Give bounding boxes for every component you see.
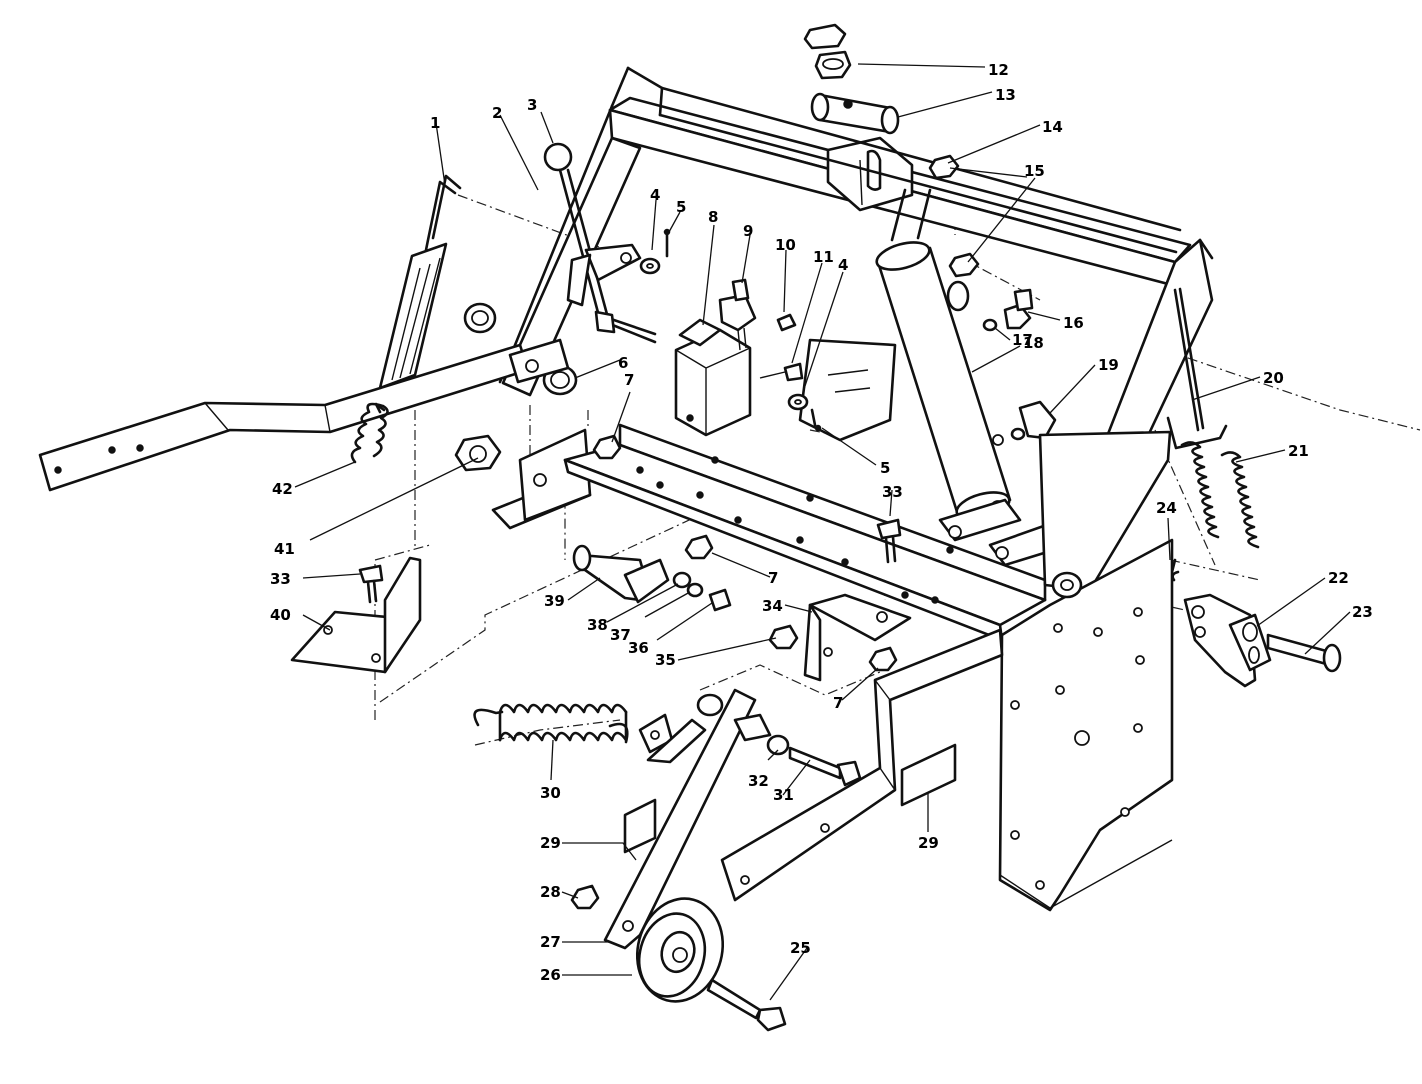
callout-7-middle: 7: [768, 569, 778, 587]
callout-3: 3: [527, 96, 537, 114]
callout-12: 12: [988, 61, 1009, 79]
callout-21: 21: [1288, 442, 1309, 460]
callout-7-upper: 7: [624, 371, 634, 389]
callout-1: 1: [430, 114, 440, 132]
callout-24: 24: [1156, 499, 1177, 517]
callout-27: 27: [540, 933, 561, 951]
callout-8: 8: [708, 208, 718, 226]
callout-4-upper: 4: [650, 186, 660, 204]
callout-37: 37: [610, 626, 631, 644]
callout-29-right: 29: [918, 834, 939, 852]
callout-41: 41: [274, 540, 295, 558]
lower-cross-channel: [563, 423, 1172, 642]
callout-10: 10: [775, 236, 796, 254]
center-brackets: [491, 228, 897, 530]
callout-5-upper: 5: [676, 198, 686, 216]
callout-35: 35: [655, 651, 676, 669]
right-side-plate: [998, 538, 1174, 912]
callout-36: 36: [628, 639, 649, 657]
callout-33-left: 33: [270, 570, 291, 588]
callout-42: 42: [272, 480, 293, 498]
idler-pulley: [570, 884, 787, 1032]
callout-16: 16: [1063, 314, 1084, 332]
callout-2: 2: [492, 104, 502, 122]
callout-5-lower: 5: [880, 459, 890, 477]
callout-26: 26: [540, 966, 561, 984]
callout-18: 18: [1023, 334, 1044, 352]
callout-15: 15: [1024, 162, 1045, 180]
callout-29-left: 29: [540, 834, 561, 852]
lift-cylinder: [875, 188, 1072, 567]
callout-19: 19: [1098, 356, 1119, 374]
callout-7-lower: 7: [833, 694, 843, 712]
pivot-pin-and-nuts: [803, 23, 900, 135]
callout-6: 6: [618, 354, 628, 372]
callout-34: 34: [762, 597, 783, 615]
rear-springs-and-links: [1166, 287, 1342, 688]
callout-4-lower: 4: [838, 256, 848, 274]
callout-17: 17: [1012, 331, 1033, 349]
left-pedal-assembly: [38, 174, 530, 492]
callout-22: 22: [1328, 569, 1349, 587]
leader-lines: [294, 63, 1351, 1001]
callout-9: 9: [743, 222, 753, 240]
control-lever: [543, 142, 657, 344]
callout-38: 38: [587, 616, 608, 634]
callout-23: 23: [1352, 603, 1373, 621]
callout-31: 31: [773, 786, 794, 804]
callout-20: 20: [1263, 369, 1284, 387]
callout-33-right: 33: [882, 483, 903, 501]
idler-arm-assembly: [473, 628, 1004, 950]
callout-28: 28: [540, 883, 561, 901]
callout-32: 32: [748, 772, 769, 790]
callout-25: 25: [790, 939, 811, 957]
callout-14: 14: [1042, 118, 1063, 136]
callout-40: 40: [270, 606, 291, 624]
callout-labels: 1 2 3 4 5 6 7 8 9 10 11 4 5 12 13 14 15 …: [270, 61, 1373, 984]
callout-13: 13: [995, 86, 1016, 104]
callout-39: 39: [544, 592, 565, 610]
callout-11: 11: [813, 248, 834, 266]
callout-30: 30: [540, 784, 561, 802]
